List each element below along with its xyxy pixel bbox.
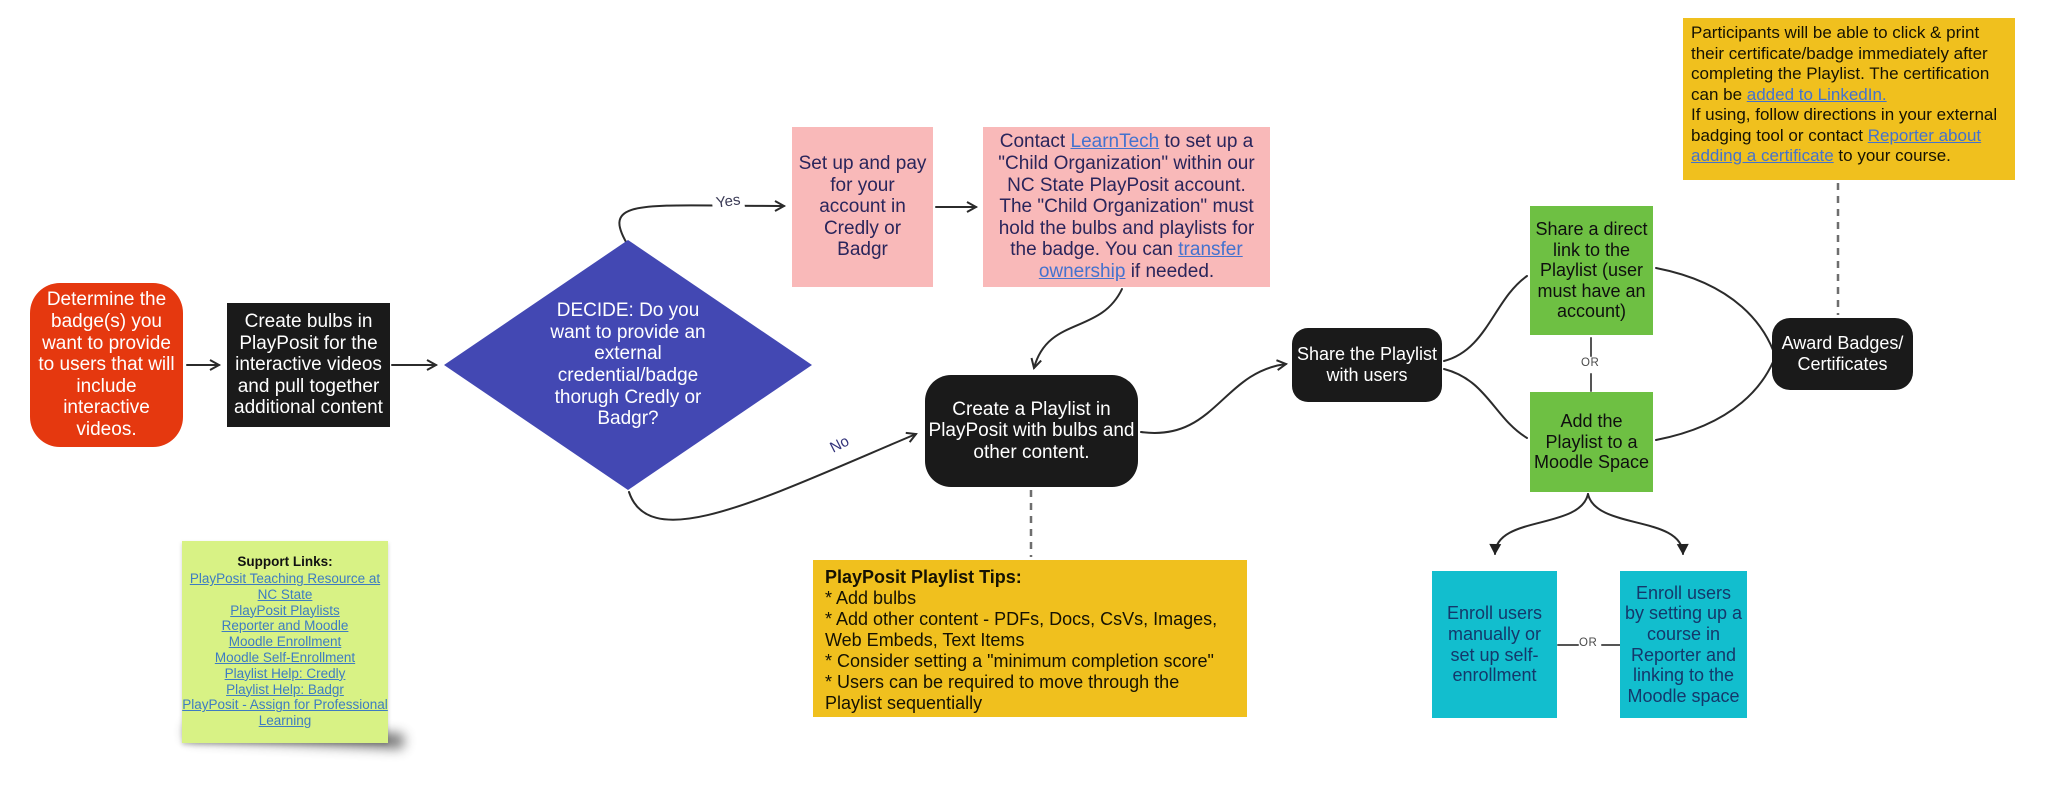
edge-moodle-to-enroll-manual <box>1489 493 1589 555</box>
node-create-playlist: Create a Playlist in PlayPosit with bulb… <box>925 375 1138 487</box>
edge-decide-no <box>628 431 918 521</box>
node-enroll-manual-label: Enroll users manually or set up self-enr… <box>1446 603 1543 686</box>
edge-share-to-directlink <box>1443 275 1528 362</box>
edge-contact-to-playlist <box>1030 288 1123 370</box>
text-run: Contact <box>999 131 1071 153</box>
tip-item: * Add other content - PDFs, Docs, CsVs, … <box>825 609 1218 650</box>
support-link[interactable]: Playlist Help: Credly <box>224 665 346 681</box>
note-participants: Participants will be able to click & pri… <box>1683 18 2015 180</box>
support-link[interactable]: Reporter and Moodle <box>221 618 349 634</box>
playlist-tips-title: PlayPosit Playlist Tips: <box>825 567 1022 587</box>
note-playlist-tips: PlayPosit Playlist Tips: * Add bulbs* Ad… <box>813 560 1247 717</box>
node-determine-badges-label: Determine the badge(s) you want to provi… <box>38 289 175 441</box>
edge-share-to-moodle <box>1443 368 1528 439</box>
node-award-badges: Award Badges/ Certificates <box>1772 318 1913 390</box>
edge-directlink-to-award <box>1655 267 1774 351</box>
node-create-playlist-label: Create a Playlist in PlayPosit with bulb… <box>928 398 1135 463</box>
node-share-playlist-label: Share the Playlist with users <box>1296 344 1438 385</box>
node-create-bulbs: Create bulbs in PlayPosit for the intera… <box>227 303 390 427</box>
support-link[interactable]: Moodle Self-Enrollment <box>214 649 356 665</box>
edge-moodle-to-enroll-reporter <box>1587 493 1689 555</box>
inline-link[interactable]: Reporter about adding a certificate <box>1691 125 1982 166</box>
note-support-links: Support Links: PlayPosit Teaching Resour… <box>182 541 388 743</box>
text-run: if needed. <box>1125 261 1215 283</box>
edge-playlist-to-share <box>1140 359 1289 434</box>
support-link[interactable]: Playlist Help: Badgr <box>226 681 344 697</box>
edge-moodle-to-award <box>1655 361 1774 441</box>
support-link[interactable]: Moodle Enrollment <box>228 634 342 650</box>
or-label-vertical: OR <box>1581 357 1600 369</box>
node-share-direct-link-label: Share a direct link to the Playlist (use… <box>1535 219 1648 322</box>
tip-item: * Users can be required to move through … <box>825 672 1180 713</box>
inline-link[interactable]: added to LinkedIn. <box>1746 84 1887 104</box>
support-link[interactable]: PlayPosit Playlists <box>230 602 340 618</box>
text-run: Participants will be able to click & pri… <box>1691 23 1990 104</box>
support-link[interactable]: PlayPosit Teaching Resource at NC State <box>189 571 381 602</box>
inline-link[interactable]: LearnTech <box>1070 131 1160 153</box>
node-contact-learntech: Contact LearnTech to set up a "Child Org… <box>983 127 1270 287</box>
tip-item: * Add bulbs <box>825 588 917 608</box>
node-add-to-moodle-label: Add the Playlist to a Moodle Space <box>1533 411 1650 473</box>
node-enroll-manual: Enroll users manually or set up self-enr… <box>1432 571 1557 718</box>
support-links-title: Support Links: <box>237 554 333 569</box>
decision-diamond-label: DECIDE: Do you want to provide an extern… <box>550 300 706 430</box>
edge-decide-yes <box>618 200 787 248</box>
or-label-horizontal: OR <box>1579 637 1598 649</box>
node-award-badges-label: Award Badges/ Certificates <box>1781 333 1904 374</box>
node-create-bulbs-label: Create bulbs in PlayPosit for the intera… <box>234 310 383 419</box>
participants-paragraph-2: If using, follow directions in your exte… <box>1691 105 2007 167</box>
node-add-to-moodle: Add the Playlist to a Moodle Space <box>1530 392 1653 492</box>
node-determine-badges: Determine the badge(s) you want to provi… <box>30 283 183 447</box>
text-run: to your course. <box>1833 146 1951 165</box>
node-enroll-reporter: Enroll users by setting up a course in R… <box>1620 571 1747 718</box>
node-enroll-reporter-label: Enroll users by setting up a course in R… <box>1624 582 1743 706</box>
tip-item: * Consider setting a "minimum completion… <box>825 651 1214 671</box>
inline-link[interactable]: transfer ownership <box>1038 239 1243 283</box>
support-link[interactable]: PlayPosit - Assign for Professional Lear… <box>182 697 388 729</box>
text-run: If using, follow directions in your exte… <box>1691 105 1998 145</box>
node-setup-pay: Set up and pay for your account in Credl… <box>792 127 933 287</box>
participants-paragraph-1: Participants will be able to click & pri… <box>1691 23 2007 105</box>
node-setup-pay-label: Set up and pay for your account in Credl… <box>798 152 927 261</box>
node-contact-learntech-label: Contact LearnTech to set up a "Child Org… <box>989 131 1264 283</box>
node-share-playlist: Share the Playlist with users <box>1292 328 1442 402</box>
node-share-direct-link: Share a direct link to the Playlist (use… <box>1530 206 1653 335</box>
playlist-tips-list: * Add bulbs* Add other content - PDFs, D… <box>825 588 1235 714</box>
text-run: to set up a "Child Organization" within … <box>998 131 1255 261</box>
